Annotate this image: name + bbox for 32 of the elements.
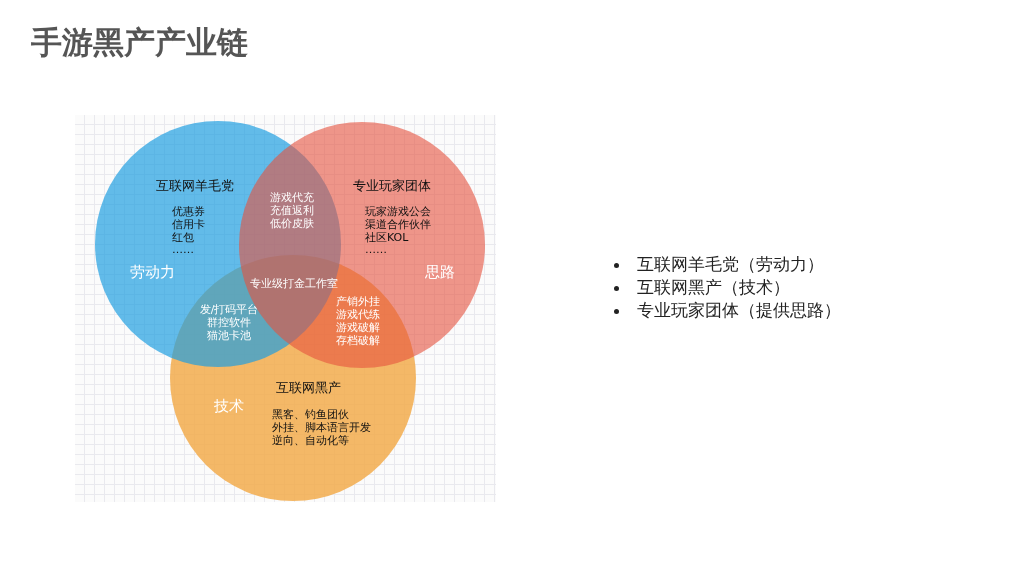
overlap-label: 游戏代充 (270, 191, 314, 205)
overlap-label: 发/打码平台 (199, 303, 259, 317)
overlap-label: 游戏代练 (336, 308, 380, 322)
category-label: 劳动力 (129, 263, 175, 281)
category-label: 思路 (425, 263, 455, 281)
list-item: 互联网羊毛党（劳动力） (637, 254, 824, 275)
overlap-label: 群控软件 (207, 316, 251, 330)
list-item: …… (365, 243, 387, 257)
list-item: …… (172, 243, 194, 257)
circle-heading: 互联网黑产 (275, 380, 341, 396)
list-item: 黑客、钓鱼团伙 (272, 408, 349, 422)
overlap-label: 猫池卡池 (207, 329, 251, 343)
list-item: 互联网黑产（技术） (637, 277, 790, 298)
list-item: 玩家游戏公会 (365, 205, 431, 219)
category-label: 技术 (214, 397, 244, 415)
circle-heading: 互联网羊毛党 (156, 178, 234, 194)
overlap-label: 专业级打金工作室 (250, 277, 338, 291)
overlap-label: 低价皮肤 (270, 217, 314, 231)
list-item: 外挂、脚本语言开发 (272, 421, 371, 435)
overlap-label: 游戏破解 (336, 321, 380, 335)
page-title: 手游黑产产业链 (31, 24, 248, 62)
list-item: 信用卡 (172, 218, 205, 232)
circle-heading: 专业玩家团体 (353, 178, 431, 194)
list-item: 逆向、自动化等 (272, 434, 349, 448)
list-item: 红包 (172, 231, 194, 245)
overlap-label: 存档破解 (336, 334, 380, 348)
overlap-label: 产销外挂 (336, 295, 380, 309)
list-item: 渠道合作伙伴 (365, 218, 431, 232)
list-item: 优惠券 (172, 205, 205, 219)
overlap-label: 充值返利 (270, 204, 314, 218)
list-item: 社区KOL (365, 231, 409, 245)
list-item: 专业玩家团体（提供思路） (637, 300, 841, 321)
